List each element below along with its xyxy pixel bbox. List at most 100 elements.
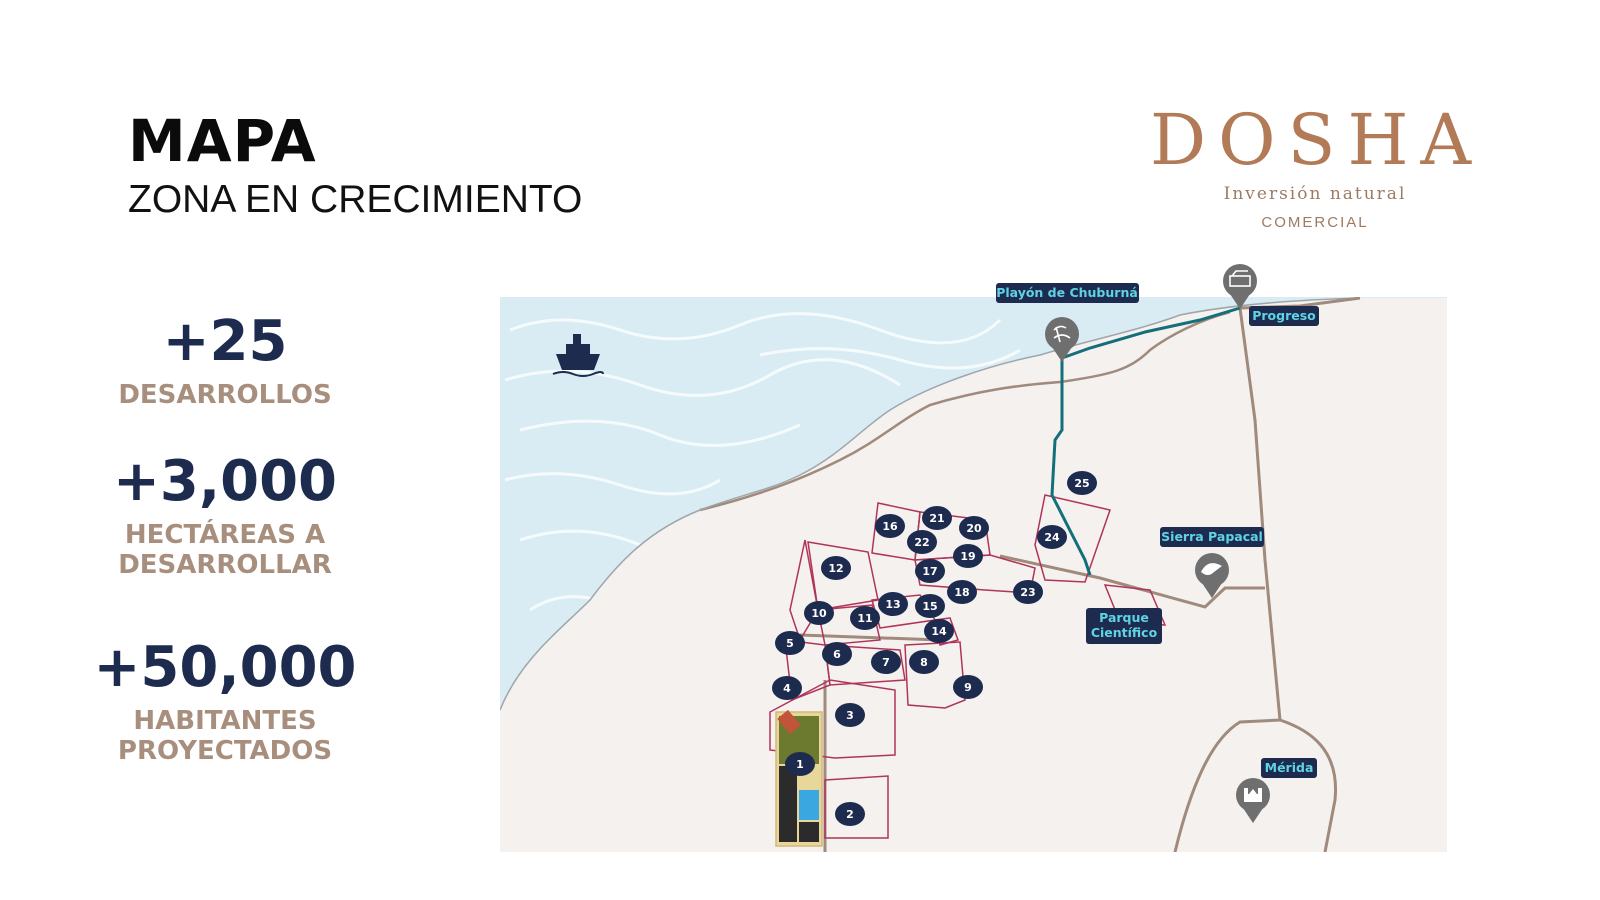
cathedral-icon bbox=[1244, 788, 1262, 802]
development-badge-16[interactable]: 16 bbox=[875, 514, 905, 538]
ship-icon bbox=[552, 334, 604, 377]
route-line bbox=[1050, 306, 1241, 576]
badge-circle bbox=[922, 506, 952, 530]
stat-value: +50,000 bbox=[93, 635, 357, 700]
place-label-chuburna: Playón de Chuburná bbox=[996, 285, 1138, 300]
badge-circle bbox=[804, 601, 834, 625]
badge-circle bbox=[924, 619, 954, 643]
place-label-parque-1: Parque bbox=[1099, 610, 1149, 625]
badge-circle bbox=[915, 594, 945, 618]
badge-number: 9 bbox=[964, 681, 972, 694]
port-icon bbox=[1229, 270, 1251, 287]
land bbox=[500, 298, 1447, 852]
badge-number: 22 bbox=[914, 536, 929, 549]
pin-parque-cientifico[interactable]: Parque Científico bbox=[1086, 608, 1162, 644]
place-label-progreso: Progreso bbox=[1252, 308, 1316, 323]
brand-logo: DOSHA Inversión natural COMERCIAL bbox=[1150, 100, 1480, 231]
logo-subline: COMERCIAL bbox=[1261, 214, 1369, 231]
badge-number: 7 bbox=[882, 656, 890, 669]
badge-circle bbox=[953, 544, 983, 568]
sea-waves bbox=[504, 312, 1021, 612]
badge-circle bbox=[835, 703, 865, 727]
development-badge-17[interactable]: 17 bbox=[915, 559, 945, 583]
badge-number: 6 bbox=[833, 648, 841, 661]
badge-number: 14 bbox=[931, 625, 947, 638]
stat-developments: +25 DESARROLLOS bbox=[65, 309, 385, 411]
development-badge-5[interactable]: 5 bbox=[775, 631, 805, 655]
badge-number: 12 bbox=[828, 562, 843, 575]
badge-circle bbox=[775, 631, 805, 655]
badge-number: 8 bbox=[920, 656, 928, 669]
badge-circle bbox=[909, 650, 939, 674]
logo-tagline: Inversión natural bbox=[1223, 184, 1407, 204]
badge-number: 15 bbox=[922, 600, 937, 613]
pin-chuburna[interactable]: Playón de Chuburná bbox=[996, 283, 1139, 362]
badge-circle bbox=[772, 676, 802, 700]
development-badge-22[interactable]: 22 bbox=[907, 530, 937, 554]
pin-merida[interactable]: Mérida bbox=[1236, 758, 1317, 823]
development-badge-10[interactable]: 10 bbox=[804, 601, 834, 625]
development-badge-14[interactable]: 14 bbox=[924, 619, 954, 643]
badge-circle bbox=[850, 606, 880, 630]
badge-circle bbox=[915, 559, 945, 583]
badge-circle bbox=[835, 802, 865, 826]
development-badge-9[interactable]: 9 bbox=[953, 675, 983, 699]
badge-number: 11 bbox=[857, 612, 872, 625]
place-label-merida: Mérida bbox=[1265, 760, 1314, 775]
development-badge-4[interactable]: 4 bbox=[772, 676, 802, 700]
development-badge-13[interactable]: 13 bbox=[878, 592, 908, 616]
badge-number: 13 bbox=[885, 598, 900, 611]
stat-label: HABITANTES PROYECTADOS bbox=[117, 706, 333, 766]
development-badge-20[interactable]: 20 bbox=[959, 516, 989, 540]
badge-number: 10 bbox=[811, 607, 827, 620]
development-badge-6[interactable]: 6 bbox=[822, 642, 852, 666]
badge-number: 4 bbox=[783, 682, 791, 695]
badge-circle bbox=[822, 642, 852, 666]
badge-circle bbox=[959, 516, 989, 540]
coastline bbox=[500, 297, 1361, 711]
badge-circle bbox=[878, 592, 908, 616]
development-badge-12[interactable]: 12 bbox=[821, 556, 851, 580]
development-badge-2[interactable]: 2 bbox=[835, 802, 865, 826]
development-badge-7[interactable]: 7 bbox=[871, 650, 901, 674]
badge-circle bbox=[1067, 471, 1097, 495]
logo-wordmark: DOSHA bbox=[1150, 99, 1484, 181]
bird-icon bbox=[1201, 563, 1222, 575]
development-badge-3[interactable]: 3 bbox=[835, 703, 865, 727]
badge-number: 23 bbox=[1020, 586, 1035, 599]
pin-sierra-papacal[interactable]: Sierra Papacal bbox=[1160, 527, 1264, 598]
development-badge-1[interactable]: 1 bbox=[785, 752, 815, 776]
badge-number: 16 bbox=[882, 520, 898, 533]
badge-number: 2 bbox=[846, 808, 854, 821]
stat-inhabitants: +50,000 HABITANTES PROYECTADOS bbox=[65, 635, 385, 767]
stat-label: DESARROLLOS bbox=[118, 380, 332, 410]
badge-circle bbox=[871, 650, 901, 674]
development-badge-19[interactable]: 19 bbox=[953, 544, 983, 568]
badge-circle bbox=[1037, 525, 1067, 549]
badge-circle bbox=[907, 530, 937, 554]
development-badge-8[interactable]: 8 bbox=[909, 650, 939, 674]
badge-number: 1 bbox=[796, 758, 804, 771]
development-badge-24[interactable]: 24 bbox=[1037, 525, 1067, 549]
coastline-inner bbox=[699, 310, 1231, 512]
title-block: MAPA ZONA EN CRECIMIENTO bbox=[128, 108, 582, 222]
development-badge-23[interactable]: 23 bbox=[1013, 580, 1043, 604]
development-badge-21[interactable]: 21 bbox=[922, 506, 952, 530]
badge-number: 20 bbox=[966, 522, 982, 535]
development-badge-15[interactable]: 15 bbox=[915, 594, 945, 618]
stat-hectares: +3,000 HECTÁREAS A DESARROLLAR bbox=[65, 449, 385, 581]
badge-number: 5 bbox=[786, 637, 794, 650]
stat-value: +3,000 bbox=[112, 449, 338, 514]
pin-progreso[interactable]: Progreso bbox=[1223, 264, 1319, 326]
development-badge-25[interactable]: 25 bbox=[1067, 471, 1097, 495]
development-badge-11[interactable]: 11 bbox=[850, 606, 880, 630]
place-label-sierra: Sierra Papacal bbox=[1161, 529, 1263, 544]
page-title: MAPA bbox=[128, 107, 317, 175]
development-badge-18[interactable]: 18 bbox=[947, 580, 977, 604]
page-subtitle: ZONA EN CRECIMIENTO bbox=[128, 178, 583, 221]
stat-value: +25 bbox=[162, 309, 288, 374]
badge-circle bbox=[785, 752, 815, 776]
badge-circle bbox=[821, 556, 851, 580]
